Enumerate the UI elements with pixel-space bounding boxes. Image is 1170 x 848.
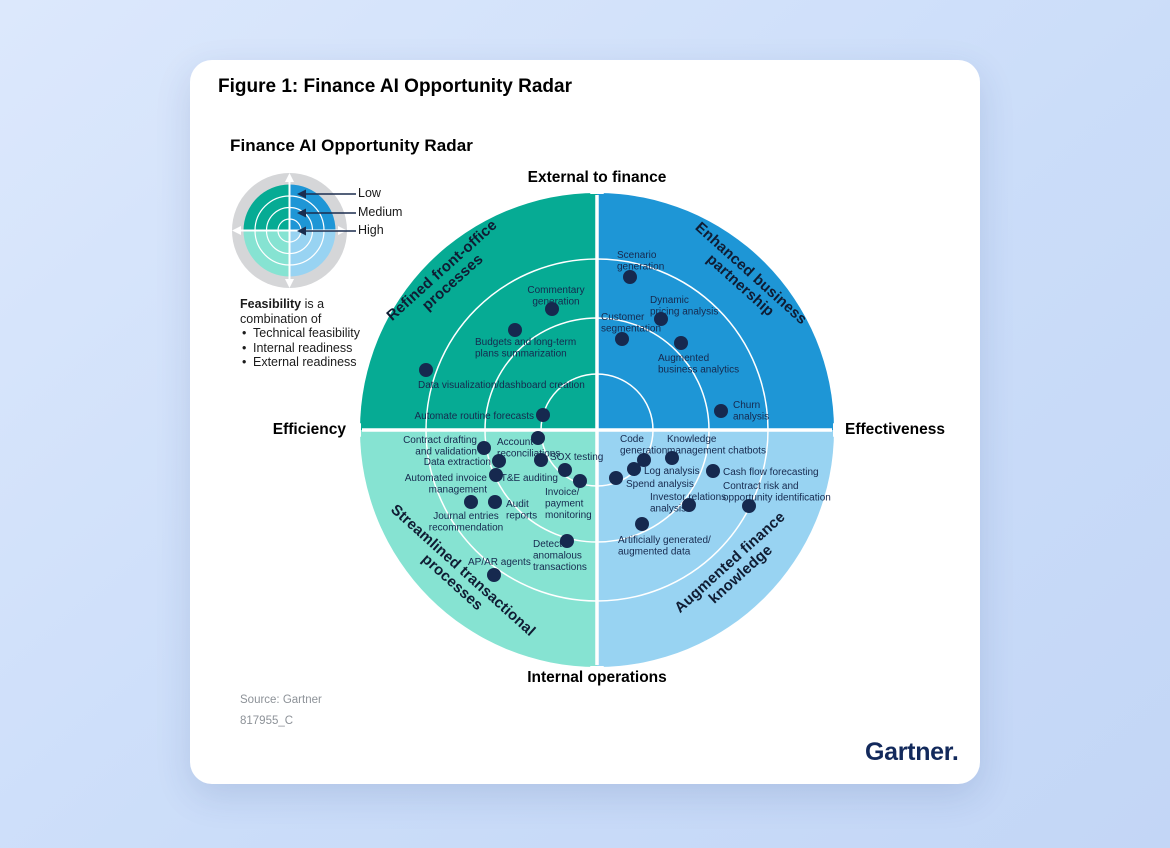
feasibility-note-line2: combination of [240, 311, 322, 326]
axis-label-bottom: Internal operations [527, 669, 667, 686]
document-id: 817955_C [240, 715, 294, 727]
quadrant-top-right [597, 193, 834, 430]
radar-point [654, 312, 668, 326]
feasibility-bullet: Internal readiness [240, 341, 410, 356]
gartner-logo: Gartner. [865, 738, 959, 766]
radar-point-label: Artificially generated/augmented data [618, 535, 711, 558]
figure-card: Figure 1: Finance AI Opportunity Radar F… [190, 60, 980, 784]
radar-point [489, 468, 503, 482]
feasibility-term: Feasibility [240, 297, 302, 311]
radar-point-label: Spend analysis [626, 479, 694, 490]
source-note: Source: Gartner 817955_C [240, 690, 322, 732]
legend-label-medium: Medium [358, 205, 403, 219]
radar-point [615, 332, 629, 346]
legend-axis-arrow-icon [285, 173, 294, 182]
radar-point-label: AP/AR agents [468, 557, 531, 568]
source-line: Source: Gartner [240, 694, 322, 706]
radar-point [488, 495, 502, 509]
legend-quadrant-top-left [243, 184, 290, 231]
feasibility-legend-radar [232, 173, 356, 288]
legend-label-high: High [358, 223, 384, 237]
axis-down-arrow-icon [590, 666, 604, 679]
legend-callout-arrow-icon [297, 226, 306, 236]
axis-label-right: Effectiveness [845, 421, 945, 438]
radar-point [627, 462, 641, 476]
feasibility-bullet: Technical feasibility [240, 326, 410, 341]
radar-point [558, 463, 572, 477]
axis-left-arrow-icon [348, 423, 361, 437]
radar-point [536, 408, 550, 422]
radar-point [560, 534, 574, 548]
axis-up-arrow-icon [590, 181, 604, 194]
feasibility-bullet: External readiness [240, 355, 410, 370]
radar-point [487, 568, 501, 582]
legend-quadrant-bottom-left [243, 230, 290, 277]
legend-axis-arrow-icon [232, 226, 241, 235]
radar-point [742, 499, 756, 513]
radar-point [464, 495, 478, 509]
legend-callout-arrow-icon [297, 189, 306, 199]
radar-point [573, 474, 587, 488]
radar-point-label: Cash flow forecasting [723, 467, 819, 478]
radar-point [623, 270, 637, 284]
axis-label-top: External to finance [527, 169, 667, 186]
quadrant-bottom-right [597, 430, 834, 667]
figure-title: Figure 1: Finance AI Opportunity Radar [218, 76, 572, 97]
legend-quadrant-bottom-right [289, 230, 336, 277]
radar-point [665, 451, 679, 465]
radar-point-label: Data visualization/dashboard creation [418, 380, 585, 391]
feasibility-note-line1: Feasibility is a [240, 297, 410, 312]
radar-point [492, 454, 506, 468]
radar-point [609, 471, 623, 485]
axis-label-left: Efficiency [272, 421, 346, 438]
quadrant-bottom-left [360, 430, 597, 667]
legend-callout-arrow-icon [297, 208, 306, 218]
radar-point [637, 453, 651, 467]
radar-point-label: Log analysis [644, 466, 700, 477]
feasibility-bullet-list: Technical feasibility Internal readiness… [240, 326, 410, 370]
radar-point-label: Automate routine forecasts [414, 411, 534, 422]
radar-point [706, 464, 720, 478]
radar-point [682, 498, 696, 512]
feasibility-lead-rest: is a [301, 297, 325, 311]
radar-point [674, 336, 688, 350]
radar-point-label: Data extraction [424, 457, 491, 468]
radar-point [635, 517, 649, 531]
radar-point [531, 431, 545, 445]
radar-point [545, 302, 559, 316]
feasibility-note: Feasibility is a combination of Technica… [240, 297, 410, 370]
radar-point [477, 441, 491, 455]
radar-point-label: T&E auditing [501, 473, 558, 484]
radar-point-label: SOX testing [550, 452, 603, 463]
radar-point [534, 453, 548, 467]
legend-axis-arrow-icon [285, 279, 294, 288]
axis-right-arrow-icon [833, 423, 846, 437]
radar-point [508, 323, 522, 337]
radar-point [714, 404, 728, 418]
legend-label-low: Low [358, 186, 381, 200]
radar-point [419, 363, 433, 377]
chart-title: Finance AI Opportunity Radar [230, 136, 474, 155]
